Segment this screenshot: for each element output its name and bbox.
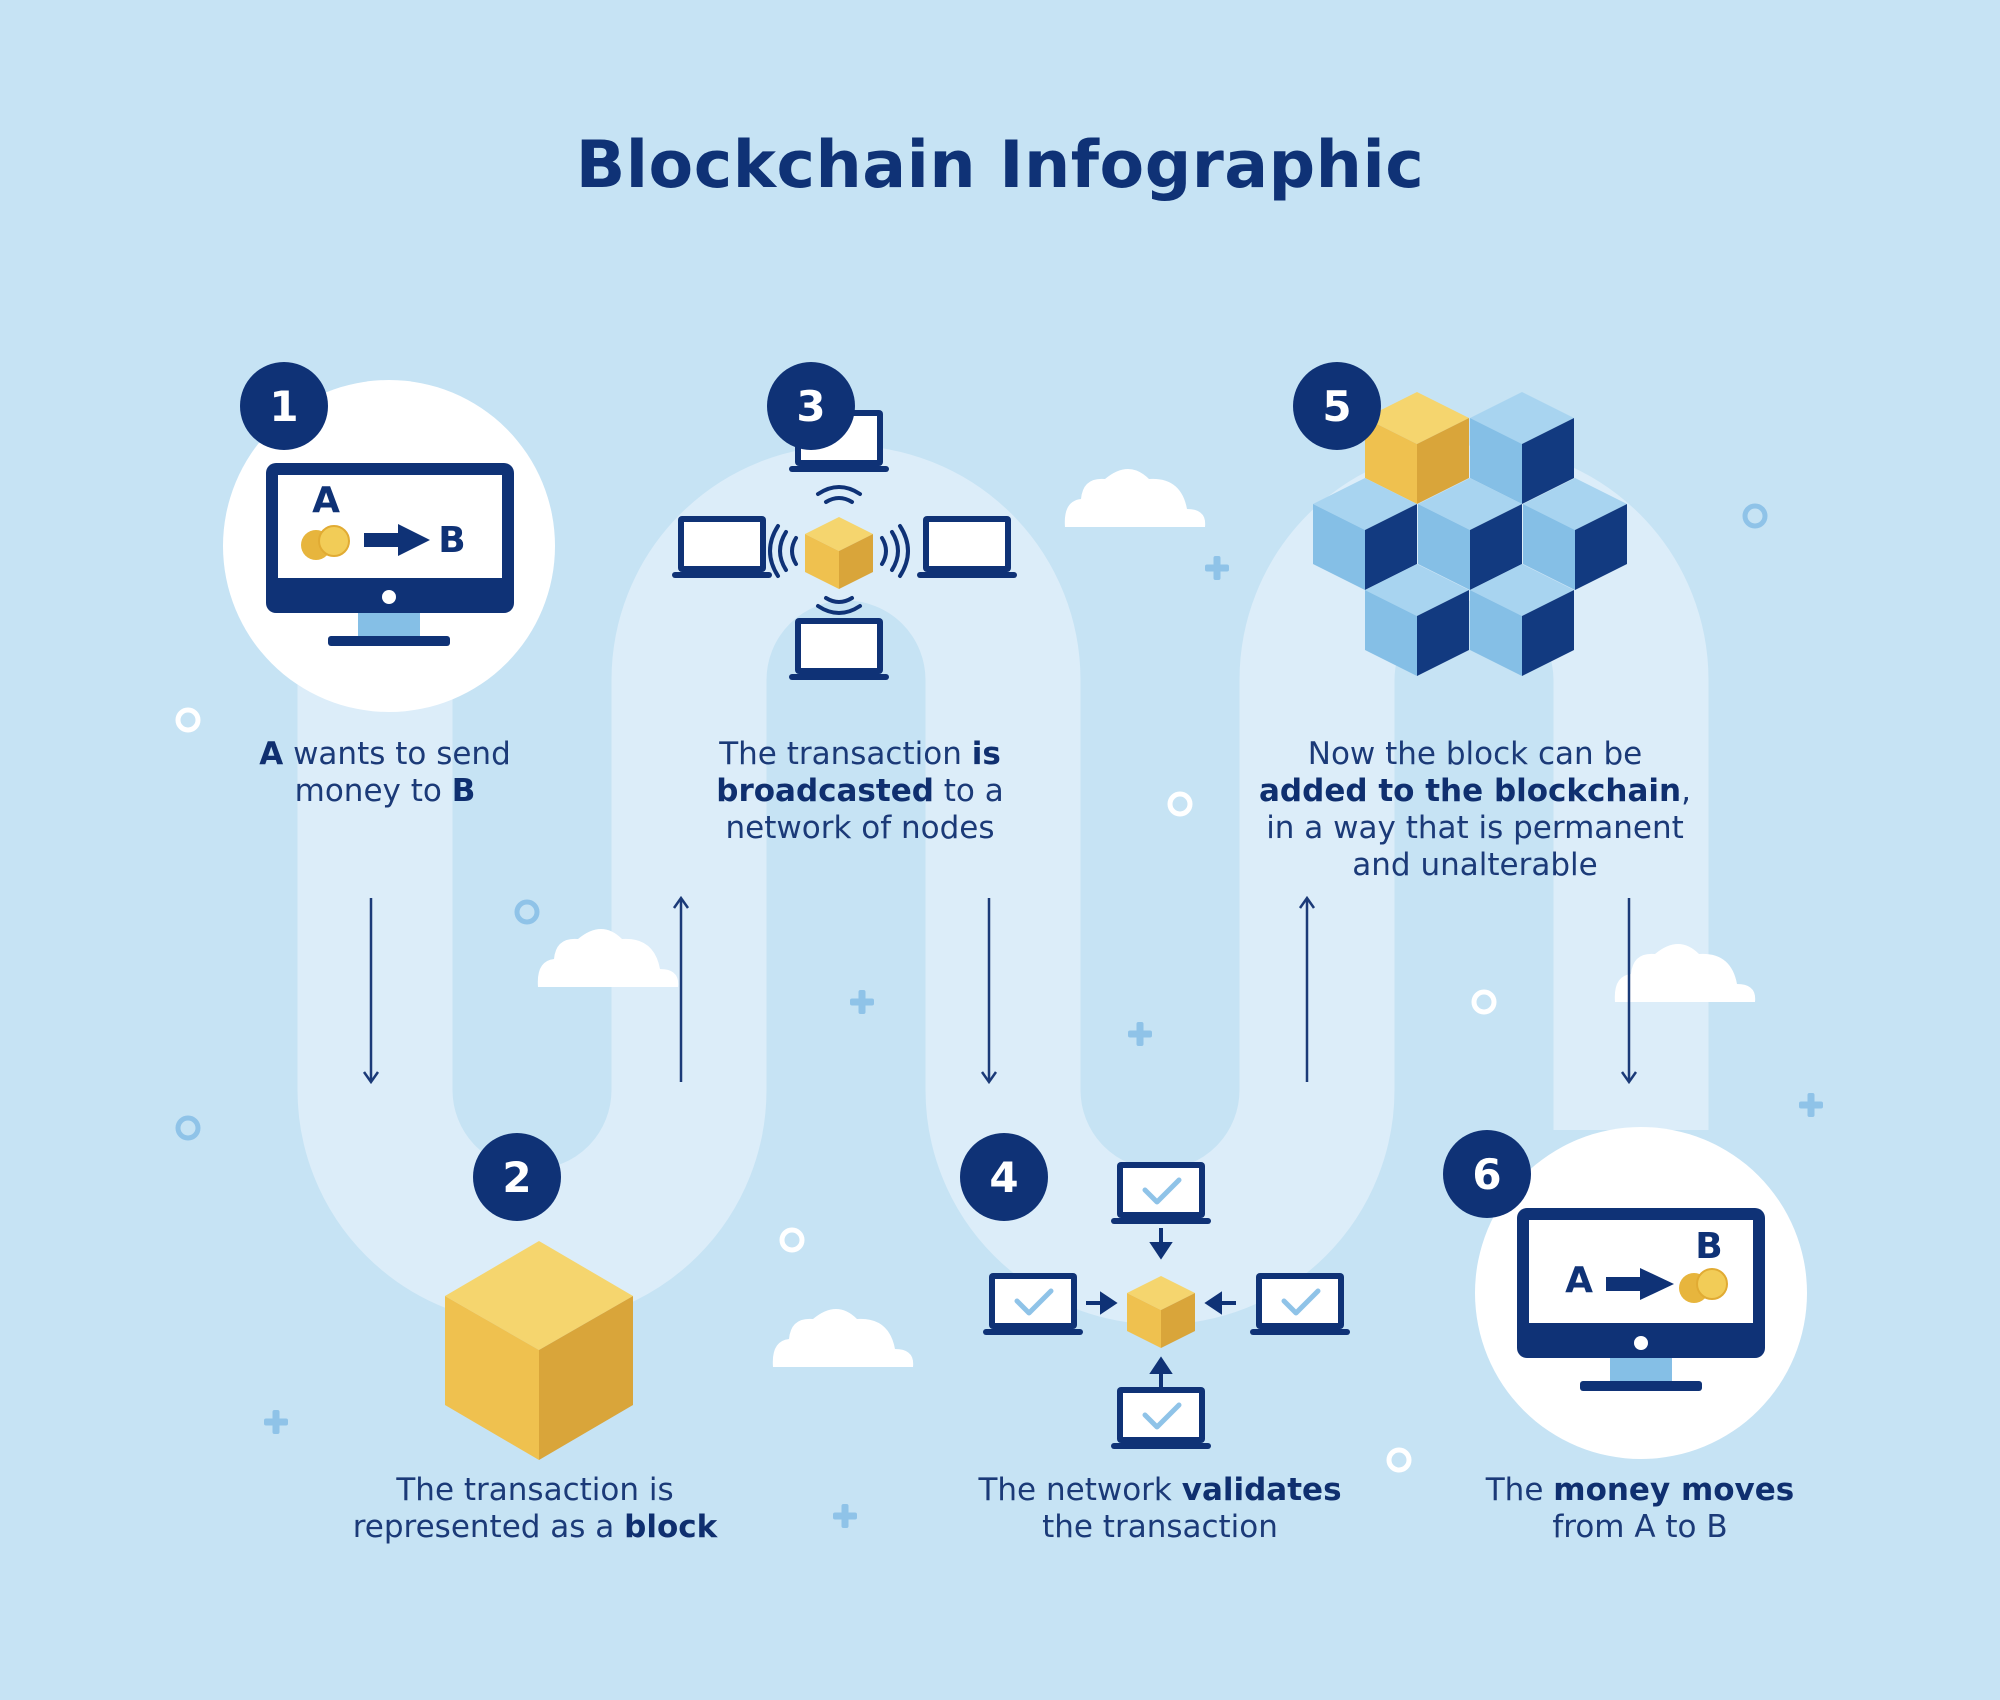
step-4-badge: 4	[960, 1133, 1048, 1221]
monitor-send-icon: A B	[223, 380, 555, 712]
cloud-icon	[772, 1309, 914, 1367]
ring-icon	[782, 1230, 802, 1250]
screen-label-a: A	[312, 480, 340, 521]
ring-icon	[1170, 794, 1190, 814]
flow-arrow-up	[672, 895, 690, 1082]
ring-icon	[178, 710, 198, 730]
step-3-badge: 3	[767, 362, 855, 450]
network-broadcast-icon	[672, 410, 1017, 680]
step-5-badge: 5	[1293, 362, 1381, 450]
plus-icon	[1799, 1093, 1823, 1117]
ring-icon	[1389, 1450, 1409, 1470]
flow-arrow-down	[980, 898, 998, 1085]
plus-icon	[1128, 1022, 1152, 1046]
ring-icon	[1745, 506, 1765, 526]
block-cube-icon	[445, 1241, 633, 1460]
step-1-badge: 1	[240, 362, 328, 450]
cloud-icon	[1064, 469, 1206, 527]
monitor-received-icon: A B	[1475, 1127, 1807, 1459]
plus-icon	[1205, 556, 1229, 580]
plus-icon	[850, 990, 874, 1014]
screen-label-b: B	[1695, 1226, 1722, 1267]
network-validate-icon	[983, 1162, 1350, 1449]
ring-icon	[517, 902, 537, 922]
step-2-badge: 2	[473, 1133, 561, 1221]
flow-arrow-up	[1298, 895, 1316, 1082]
plus-icon	[264, 1410, 288, 1434]
screen-label-b: B	[438, 520, 465, 561]
plus-icon	[833, 1504, 857, 1528]
flow-arrow-down	[362, 898, 380, 1085]
flow-arrow-down	[1620, 898, 1638, 1085]
ring-icon	[178, 1118, 198, 1138]
page-title: Blockchain Infographic	[575, 128, 1425, 203]
screen-label-a: A	[1565, 1260, 1593, 1301]
step-6-badge: 6	[1443, 1130, 1531, 1218]
ring-icon	[1474, 992, 1494, 1012]
